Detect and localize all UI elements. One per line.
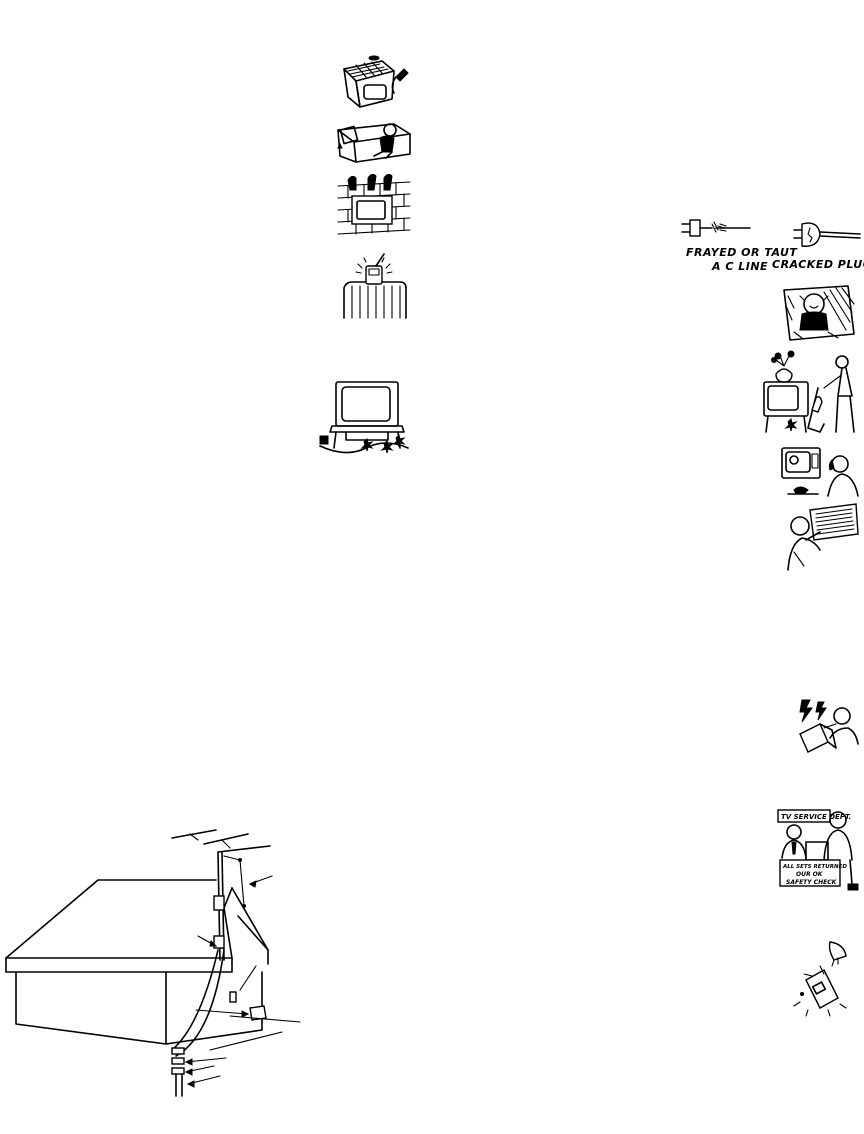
tv-on-sofa-illustration xyxy=(337,123,411,163)
radio-on-radiator-illustration xyxy=(343,253,407,319)
tv-vase-vacuum-illustration xyxy=(763,350,855,433)
dropped-remote-hand-illustration xyxy=(793,941,847,1017)
safety-sign-line-3: SAFETY CHECK xyxy=(786,879,838,886)
frayed-ac-line-caption-2: A C LINE xyxy=(712,260,769,273)
cracked-plug-illustration xyxy=(793,222,861,247)
rain-window-person-illustration xyxy=(783,285,855,341)
tv-phone-person-illustration xyxy=(781,447,859,497)
tv-on-stand-cord-illustration xyxy=(319,381,409,454)
tv-covered-ventilation-illustration xyxy=(343,55,409,108)
tv-in-brick-wall-illustration xyxy=(337,173,411,235)
frayed-ac-line-plug-illustration xyxy=(681,219,751,237)
frayed-ac-line-caption-1: FRAYED OR TAUT xyxy=(686,246,798,259)
tv-service-sign-text: TV SERVICE DEPT. xyxy=(781,813,851,821)
cracked-plug-caption: CRACKED PLUG xyxy=(772,258,864,271)
lightning-unplug-tv-illustration xyxy=(799,699,859,753)
tv-vents-man-illustration xyxy=(787,503,859,571)
safety-sign-line-1: ALL SETS RETURNED xyxy=(782,864,847,870)
antenna-grounding-house-diagram xyxy=(5,829,301,1097)
safety-sign-line-2: OUR OK xyxy=(796,871,824,878)
tv-service-dept-illustration: TV SERVICE DEPT. ALL SETS RETURNED OUR O… xyxy=(777,809,859,891)
